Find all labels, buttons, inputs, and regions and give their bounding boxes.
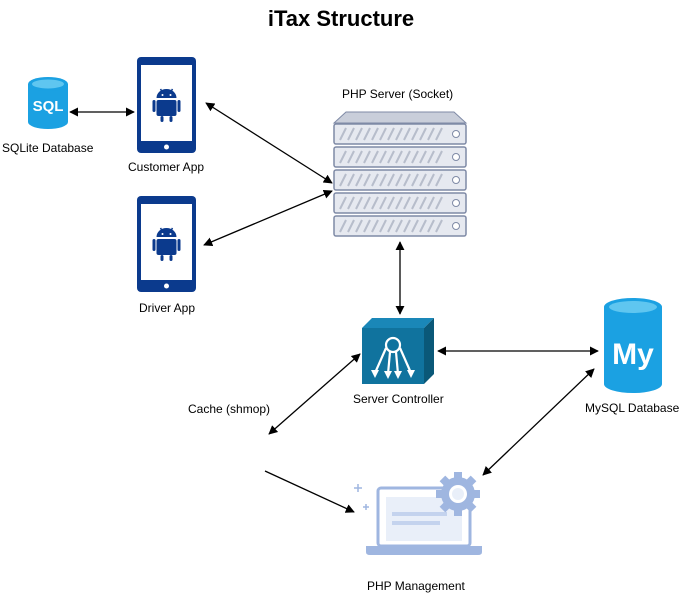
sqlite-icon-text: SQL bbox=[33, 98, 64, 115]
connectors bbox=[69, 102, 599, 513]
customer-app-label: Customer App bbox=[128, 160, 205, 174]
sqlite-database-label: SQLite Database bbox=[2, 141, 94, 155]
customer-app-phone-icon bbox=[137, 57, 196, 153]
diagram-title: iTax Structure bbox=[267, 6, 415, 31]
php-server-rack-icon bbox=[332, 111, 468, 237]
mysql-icon-text: My bbox=[612, 338, 654, 371]
php-management-laptop-gear-icon bbox=[354, 472, 482, 555]
connector-customer-server bbox=[205, 102, 333, 184]
connector-management-mysql bbox=[482, 368, 595, 476]
php-management-label: PHP Management bbox=[367, 579, 465, 593]
cache-label: Cache (shmop) bbox=[188, 402, 271, 416]
mysql-database-icon: My bbox=[604, 298, 662, 393]
server-controller-label: Server Controller bbox=[353, 392, 444, 406]
mysql-database-label: MySQL Database bbox=[585, 401, 680, 415]
driver-app-label: Driver App bbox=[139, 301, 196, 315]
connector-cache-management bbox=[264, 470, 355, 513]
sqlite-database-icon: SQL bbox=[28, 77, 68, 129]
php-server-label: PHP Server (Socket) bbox=[342, 87, 454, 101]
connector-driver-server bbox=[203, 189, 333, 247]
server-controller-icon bbox=[362, 318, 434, 384]
connector-cache-controller bbox=[268, 353, 361, 435]
driver-app-phone-icon bbox=[137, 196, 196, 292]
